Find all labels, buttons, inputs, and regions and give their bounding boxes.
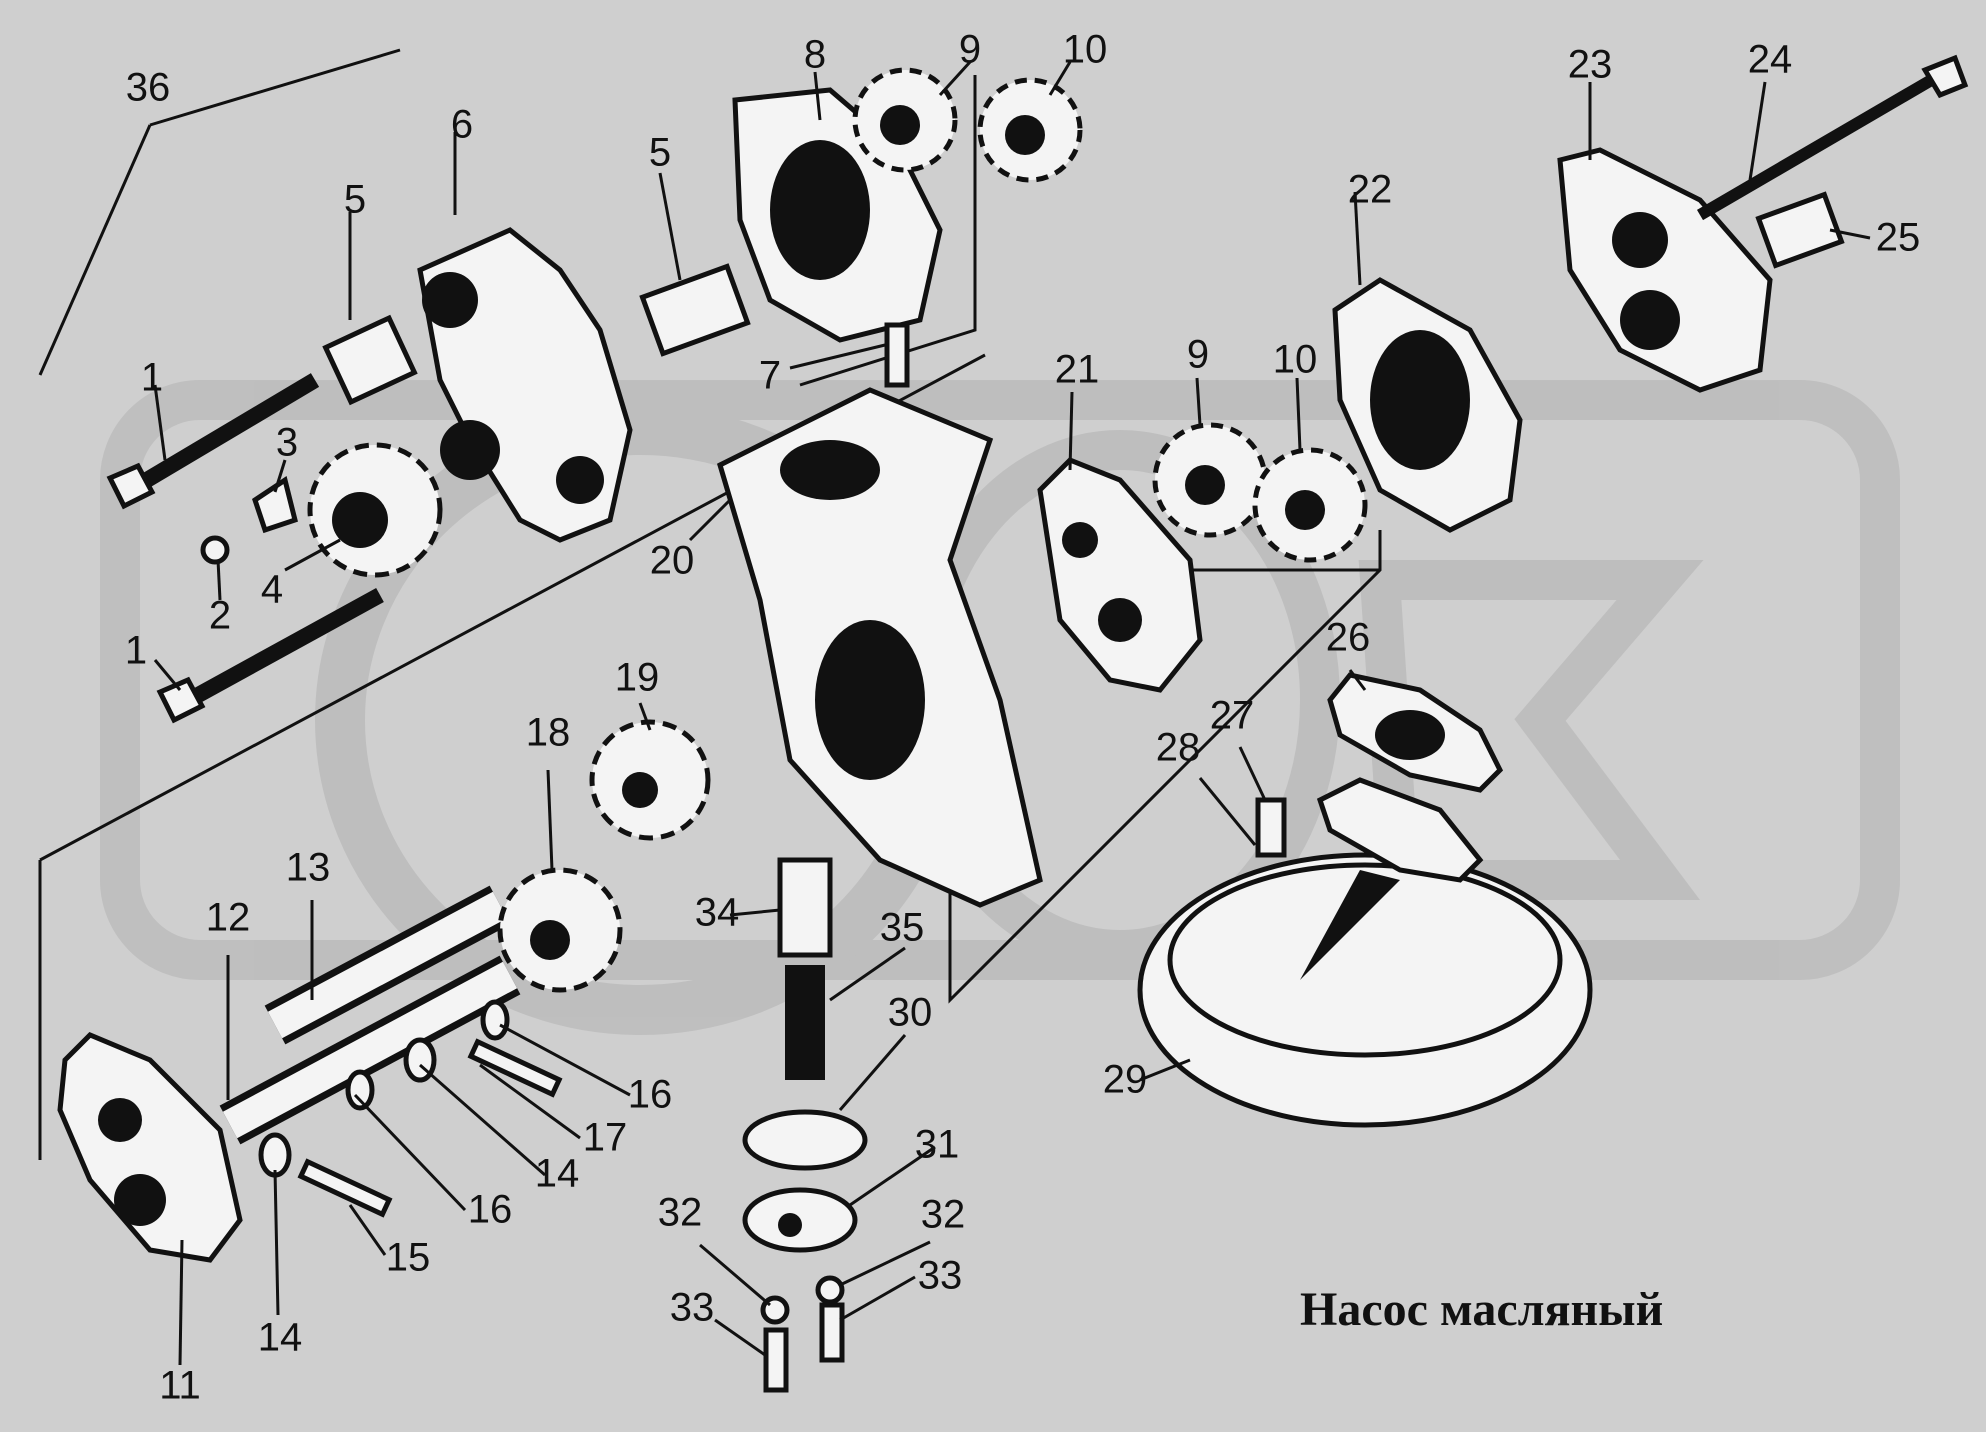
screw-left (763, 1327, 789, 1393)
gear-upper-9 (852, 67, 958, 173)
callout-18: 18 (526, 711, 571, 755)
bushing-middle (639, 263, 751, 357)
callout-8: 8 (804, 33, 826, 77)
oil-strainer (1137, 777, 1593, 1128)
pin-17 (467, 1038, 563, 1098)
callout-29: 29 (1103, 1058, 1148, 1102)
key-16-upper (480, 999, 510, 1041)
callout-32-right: 32 (921, 1193, 966, 1237)
bracket-housing (417, 227, 633, 543)
callout-9-upper: 9 (959, 28, 981, 72)
gear-lower-9 (1152, 422, 1268, 538)
key-16-lower (345, 1069, 375, 1111)
gear-lower-10 (1252, 447, 1368, 563)
callout-16-lower: 16 (468, 1188, 513, 1232)
gear-19 (589, 719, 711, 841)
key-14-lower (258, 1132, 292, 1178)
callout-20: 20 (650, 539, 695, 583)
short-bolt (1255, 797, 1287, 858)
callout-13: 13 (286, 846, 331, 890)
pump-end-plate (57, 1032, 243, 1263)
relief-valve (777, 857, 833, 958)
callout-26: 26 (1326, 616, 1371, 660)
callout-1-upper: 1 (141, 356, 163, 400)
callouts: 36 6 5 5 8 9 10 23 24 25 22 1 3 2 4 7 20… (125, 28, 1920, 1408)
callout-22: 22 (1348, 168, 1393, 212)
callout-10-lower: 10 (1273, 338, 1318, 382)
callout-17: 17 (583, 1116, 628, 1160)
pump-cover-right (1557, 147, 1773, 393)
lock-washer (252, 475, 298, 534)
spring-washer (742, 1109, 868, 1171)
callout-21: 21 (1055, 348, 1100, 392)
pin-15 (297, 1158, 393, 1218)
callout-19: 19 (615, 656, 660, 700)
shaft-12 (219, 955, 521, 1145)
shaft-13 (264, 885, 511, 1045)
callout-6: 6 (451, 103, 473, 147)
gear-upper-10 (977, 77, 1083, 183)
callout-14-upper: 14 (535, 1152, 580, 1196)
washer-right (815, 1275, 845, 1305)
callout-15: 15 (386, 1236, 431, 1280)
intermediate-plate (1037, 457, 1203, 693)
callout-28: 28 (1156, 726, 1201, 770)
right-bushing (1755, 191, 1845, 269)
callout-30: 30 (888, 991, 933, 1035)
callout-33-left: 33 (670, 1286, 715, 1330)
gear-18 (497, 867, 623, 993)
long-bolt (1696, 54, 1969, 221)
callout-14-lower: 14 (258, 1316, 303, 1360)
callout-25: 25 (1876, 216, 1921, 260)
pump-body (717, 387, 1043, 908)
callout-9-lower: 9 (1187, 333, 1209, 377)
callout-33-right: 33 (918, 1254, 963, 1298)
callout-11: 11 (159, 1364, 201, 1408)
diagram-caption: Насос масляный (1300, 1283, 1664, 1336)
gasket (1327, 672, 1504, 793)
bushing-left (322, 314, 418, 406)
callout-24: 24 (1748, 38, 1793, 82)
bolt-upper (106, 373, 320, 510)
callout-7: 7 (759, 354, 781, 398)
callout-1-lower: 1 (125, 629, 147, 673)
callout-31: 31 (915, 1123, 960, 1167)
drive-gear (307, 442, 443, 578)
dowel-pin (884, 322, 910, 388)
callout-36: 36 (126, 66, 171, 110)
callout-32-left: 32 (658, 1191, 703, 1235)
callout-16-upper: 16 (628, 1073, 673, 1117)
screw-right (819, 1302, 845, 1363)
gear-housing (1332, 277, 1523, 533)
callout-4: 4 (261, 568, 283, 612)
callout-5-left: 5 (344, 178, 366, 222)
bolt-lower (156, 587, 384, 724)
callout-12: 12 (206, 896, 251, 940)
callout-35: 35 (880, 906, 925, 950)
callout-23: 23 (1568, 43, 1613, 87)
callout-2: 2 (209, 594, 231, 638)
callout-5-middle: 5 (649, 131, 671, 175)
leader-lines (153, 60, 1871, 1366)
watermark-logo (100, 380, 1900, 1035)
callout-10-upper: 10 (1063, 28, 1108, 72)
callout-27: 27 (1210, 694, 1255, 738)
nut (200, 535, 230, 565)
valve-spring (785, 965, 825, 1080)
callout-3: 3 (276, 421, 298, 465)
callout-34: 34 (695, 891, 740, 935)
